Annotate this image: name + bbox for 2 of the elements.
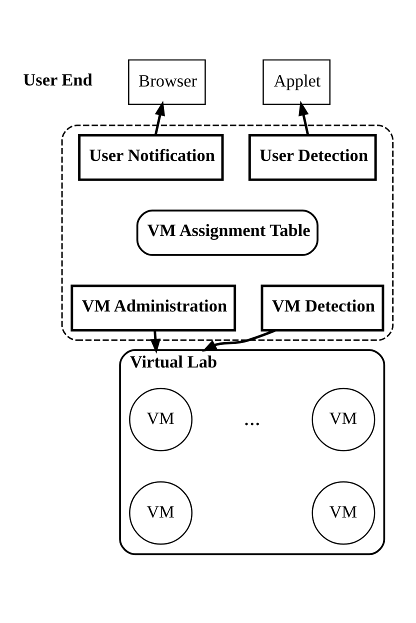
label: ... [244, 404, 260, 430]
label: User End [23, 70, 92, 89]
